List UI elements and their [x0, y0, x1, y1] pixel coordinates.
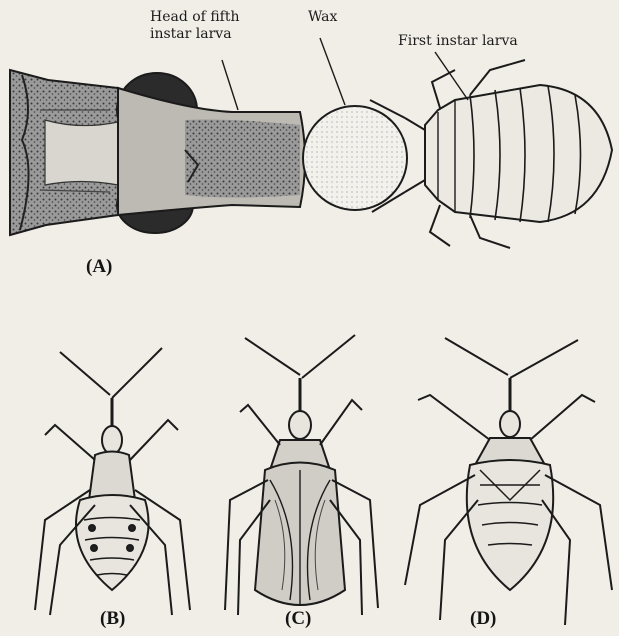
label-head-of-fifth-instar-line1: Head of fifth: [150, 10, 239, 25]
panel-label-c: (C): [285, 608, 311, 630]
leader-wax: [320, 38, 345, 105]
panel-label-b: (B): [100, 608, 125, 630]
panel-label-a: (A): [86, 256, 112, 278]
leader-head: [222, 60, 238, 110]
panel-b-drawing: [35, 348, 190, 615]
label-wax: Wax: [308, 10, 337, 25]
leader-first-instar: [435, 52, 468, 100]
panel-label-d: (D): [470, 608, 496, 630]
label-first-instar-larva: First instar larva: [398, 34, 518, 49]
panel-c-drawing: [225, 335, 378, 615]
label-head-of-fifth-instar-line2: instar larva: [150, 27, 232, 42]
panel-a-drawing: H: [10, 38, 612, 248]
panel-d-drawing: [405, 338, 612, 625]
